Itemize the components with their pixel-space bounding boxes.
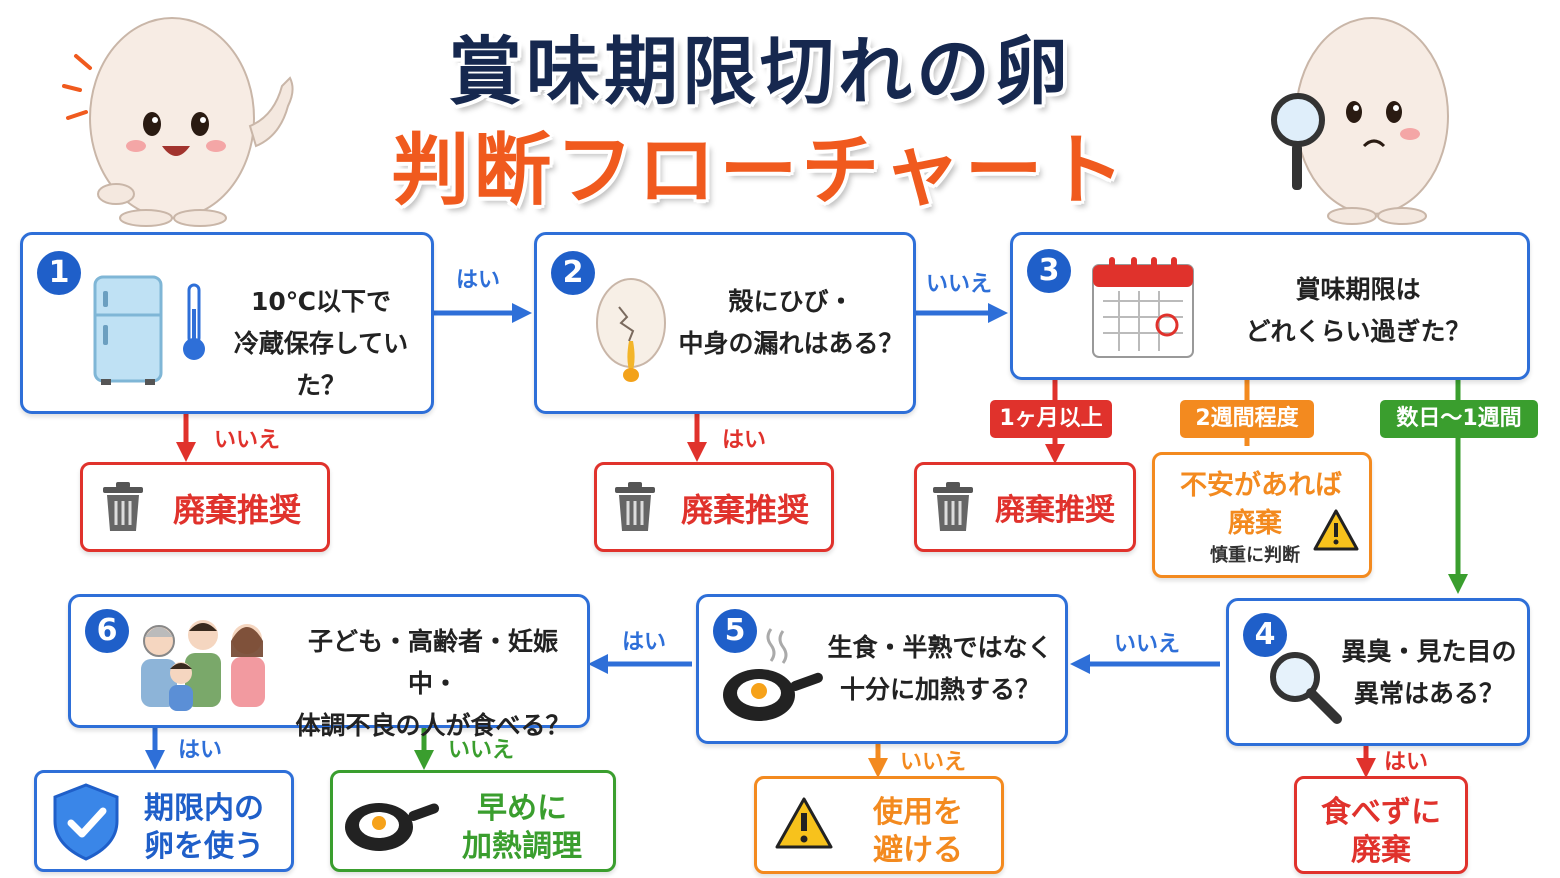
edge-tag-s3-month: 1ヶ月以上 xyxy=(990,400,1112,438)
step-3-box: 3 賞味期限は どれくらい過ぎた？ xyxy=(1010,232,1530,380)
egg-mascot-pointing-icon xyxy=(62,17,294,227)
result-discard-1-text: 廃棄推奨 xyxy=(172,491,301,529)
edge-tag-s3-days: 数日～1週間 xyxy=(1380,400,1538,438)
title-line2: 判断フローチャート xyxy=(391,126,1129,216)
step-2-line1: 殻にひび・ xyxy=(728,287,854,316)
edge-label-s4-yes: はい xyxy=(1384,750,1429,775)
step-3-number: 3 xyxy=(1027,249,1071,293)
step-1-line1: 10℃以下で xyxy=(250,287,392,316)
edge-label-s5-no: いいえ xyxy=(900,750,967,775)
step-1-number: 1 xyxy=(37,251,81,295)
result-cook-early-line2: 加熱調理 xyxy=(462,829,582,864)
result-avoid-line1: 使用を xyxy=(873,795,963,830)
result-discard-2-text: 廃棄推奨 xyxy=(680,491,809,529)
step-4-line2: 異常はある？ xyxy=(1353,679,1504,708)
result-cook-early-line1: 早めに xyxy=(477,791,567,826)
calendar-icon xyxy=(1092,257,1194,358)
title-line1: 賞味期限切れの卵 xyxy=(448,29,1072,115)
step-6-line2: 体調不良の人が食べる？ xyxy=(295,711,571,740)
step-5-box: 5 生食・半熟ではなく 十分に加熱する？ xyxy=(696,594,1068,744)
magnifier-icon xyxy=(1270,652,1342,724)
result-dont-eat-line1: 食べずに xyxy=(1321,795,1441,830)
family-icon xyxy=(141,620,265,711)
trash-can-icon xyxy=(103,482,143,531)
edge-label-s2-no: いいえ xyxy=(926,272,993,297)
refrigerator-icon xyxy=(93,275,163,385)
step-6-text: 子ども・高齢者・妊娠中・ 体調不良の人が食べる？ xyxy=(285,621,581,747)
cracked-egg-icon xyxy=(596,278,666,382)
edge-label-s1-no: いいえ xyxy=(214,428,281,453)
frying-pan-icon xyxy=(345,803,440,851)
edge-label-s1-yes: はい xyxy=(456,268,501,293)
edge-label-s5-yes: はい xyxy=(622,630,667,655)
result-use-in-date: 期限内の 卵を使う xyxy=(34,770,294,872)
result-caution-line1: 不安があれば xyxy=(1180,470,1342,501)
shield-check-icon xyxy=(53,783,119,861)
step-2-number: 2 xyxy=(551,251,595,295)
step-6-line1: 子ども・高齢者・妊娠中・ xyxy=(307,627,558,698)
edge-tag-s3-twoweeks: 2週間程度 xyxy=(1180,400,1314,438)
step-6-number: 6 xyxy=(85,609,129,653)
step-5-line2: 十分に加熱する？ xyxy=(839,675,1040,704)
trash-can-icon xyxy=(933,482,973,531)
step-3-line2: どれくらい過ぎた？ xyxy=(1245,317,1471,346)
result-cook-early: 早めに 加熱調理 xyxy=(330,770,616,872)
result-use-in-date-line2: 卵を使う xyxy=(144,829,264,864)
result-caution-line2: 廃棄 xyxy=(1228,508,1282,539)
step-4-text: 異臭・見た目の 異常はある？ xyxy=(1339,631,1519,715)
frying-pan-icon xyxy=(723,628,823,721)
step-2-box: 2 殻にひび・ 中身の漏れはある？ xyxy=(534,232,916,414)
step-4-number: 4 xyxy=(1243,613,1287,657)
result-avoid: 使用を 避ける xyxy=(754,776,1004,874)
thermometer-icon xyxy=(183,283,205,360)
step-1-box: 1 10℃以下で 冷蔵保存していた？ xyxy=(20,232,434,414)
step-6-box: 6 子ども・高齢者・妊娠中・ 体調不良の人が食べる？ xyxy=(68,594,590,740)
step-3-line1: 賞味期限は xyxy=(1295,275,1421,304)
edge-label-s4-no: いいえ xyxy=(1114,632,1181,657)
egg-mascot-magnifier-icon xyxy=(1271,17,1449,225)
result-caution-line3: 慎重に判断 xyxy=(1210,545,1300,566)
result-dont-eat-line2: 廃棄 xyxy=(1351,833,1411,868)
result-discard-1: 廃棄推奨 xyxy=(80,462,330,552)
step-5-line1: 生食・半熟ではなく xyxy=(827,633,1053,662)
edge-label-s2-yes: はい xyxy=(722,428,767,453)
step-5-text: 生食・半熟ではなく 十分に加熱する？ xyxy=(821,627,1059,711)
warning-icon xyxy=(775,797,833,849)
result-use-in-date-line1: 期限内の xyxy=(144,791,264,826)
result-dont-eat: 食べずに 廃棄 xyxy=(1294,776,1468,874)
result-caution: 不安があれば 廃棄 慎重に判断 xyxy=(1152,452,1372,578)
step-5-number: 5 xyxy=(713,609,757,653)
result-discard-3: 廃棄推奨 xyxy=(914,462,1136,552)
step-1-text: 10℃以下で 冷蔵保存していた？ xyxy=(211,281,431,407)
step-2-text: 殻にひび・ 中身の漏れはある？ xyxy=(673,281,909,365)
result-discard-2: 廃棄推奨 xyxy=(594,462,834,552)
result-avoid-line2: 避ける xyxy=(873,833,963,868)
edge-label-s6-no: いいえ xyxy=(448,738,515,763)
edge-label-s6-yes: はい xyxy=(178,738,223,763)
step-4-box: 4 異臭・見た目の 異常はある？ xyxy=(1226,598,1530,746)
step-4-line1: 異臭・見た目の xyxy=(1341,637,1517,666)
step-2-line2: 中身の漏れはある？ xyxy=(678,329,904,358)
result-discard-3-text: 廃棄推奨 xyxy=(995,493,1115,528)
warning-icon xyxy=(1313,509,1359,551)
step-1-line2: 冷蔵保存していた？ xyxy=(233,329,409,400)
step-3-text: 賞味期限は どれくらい過ぎた？ xyxy=(1203,269,1513,353)
trash-can-icon xyxy=(615,482,655,531)
